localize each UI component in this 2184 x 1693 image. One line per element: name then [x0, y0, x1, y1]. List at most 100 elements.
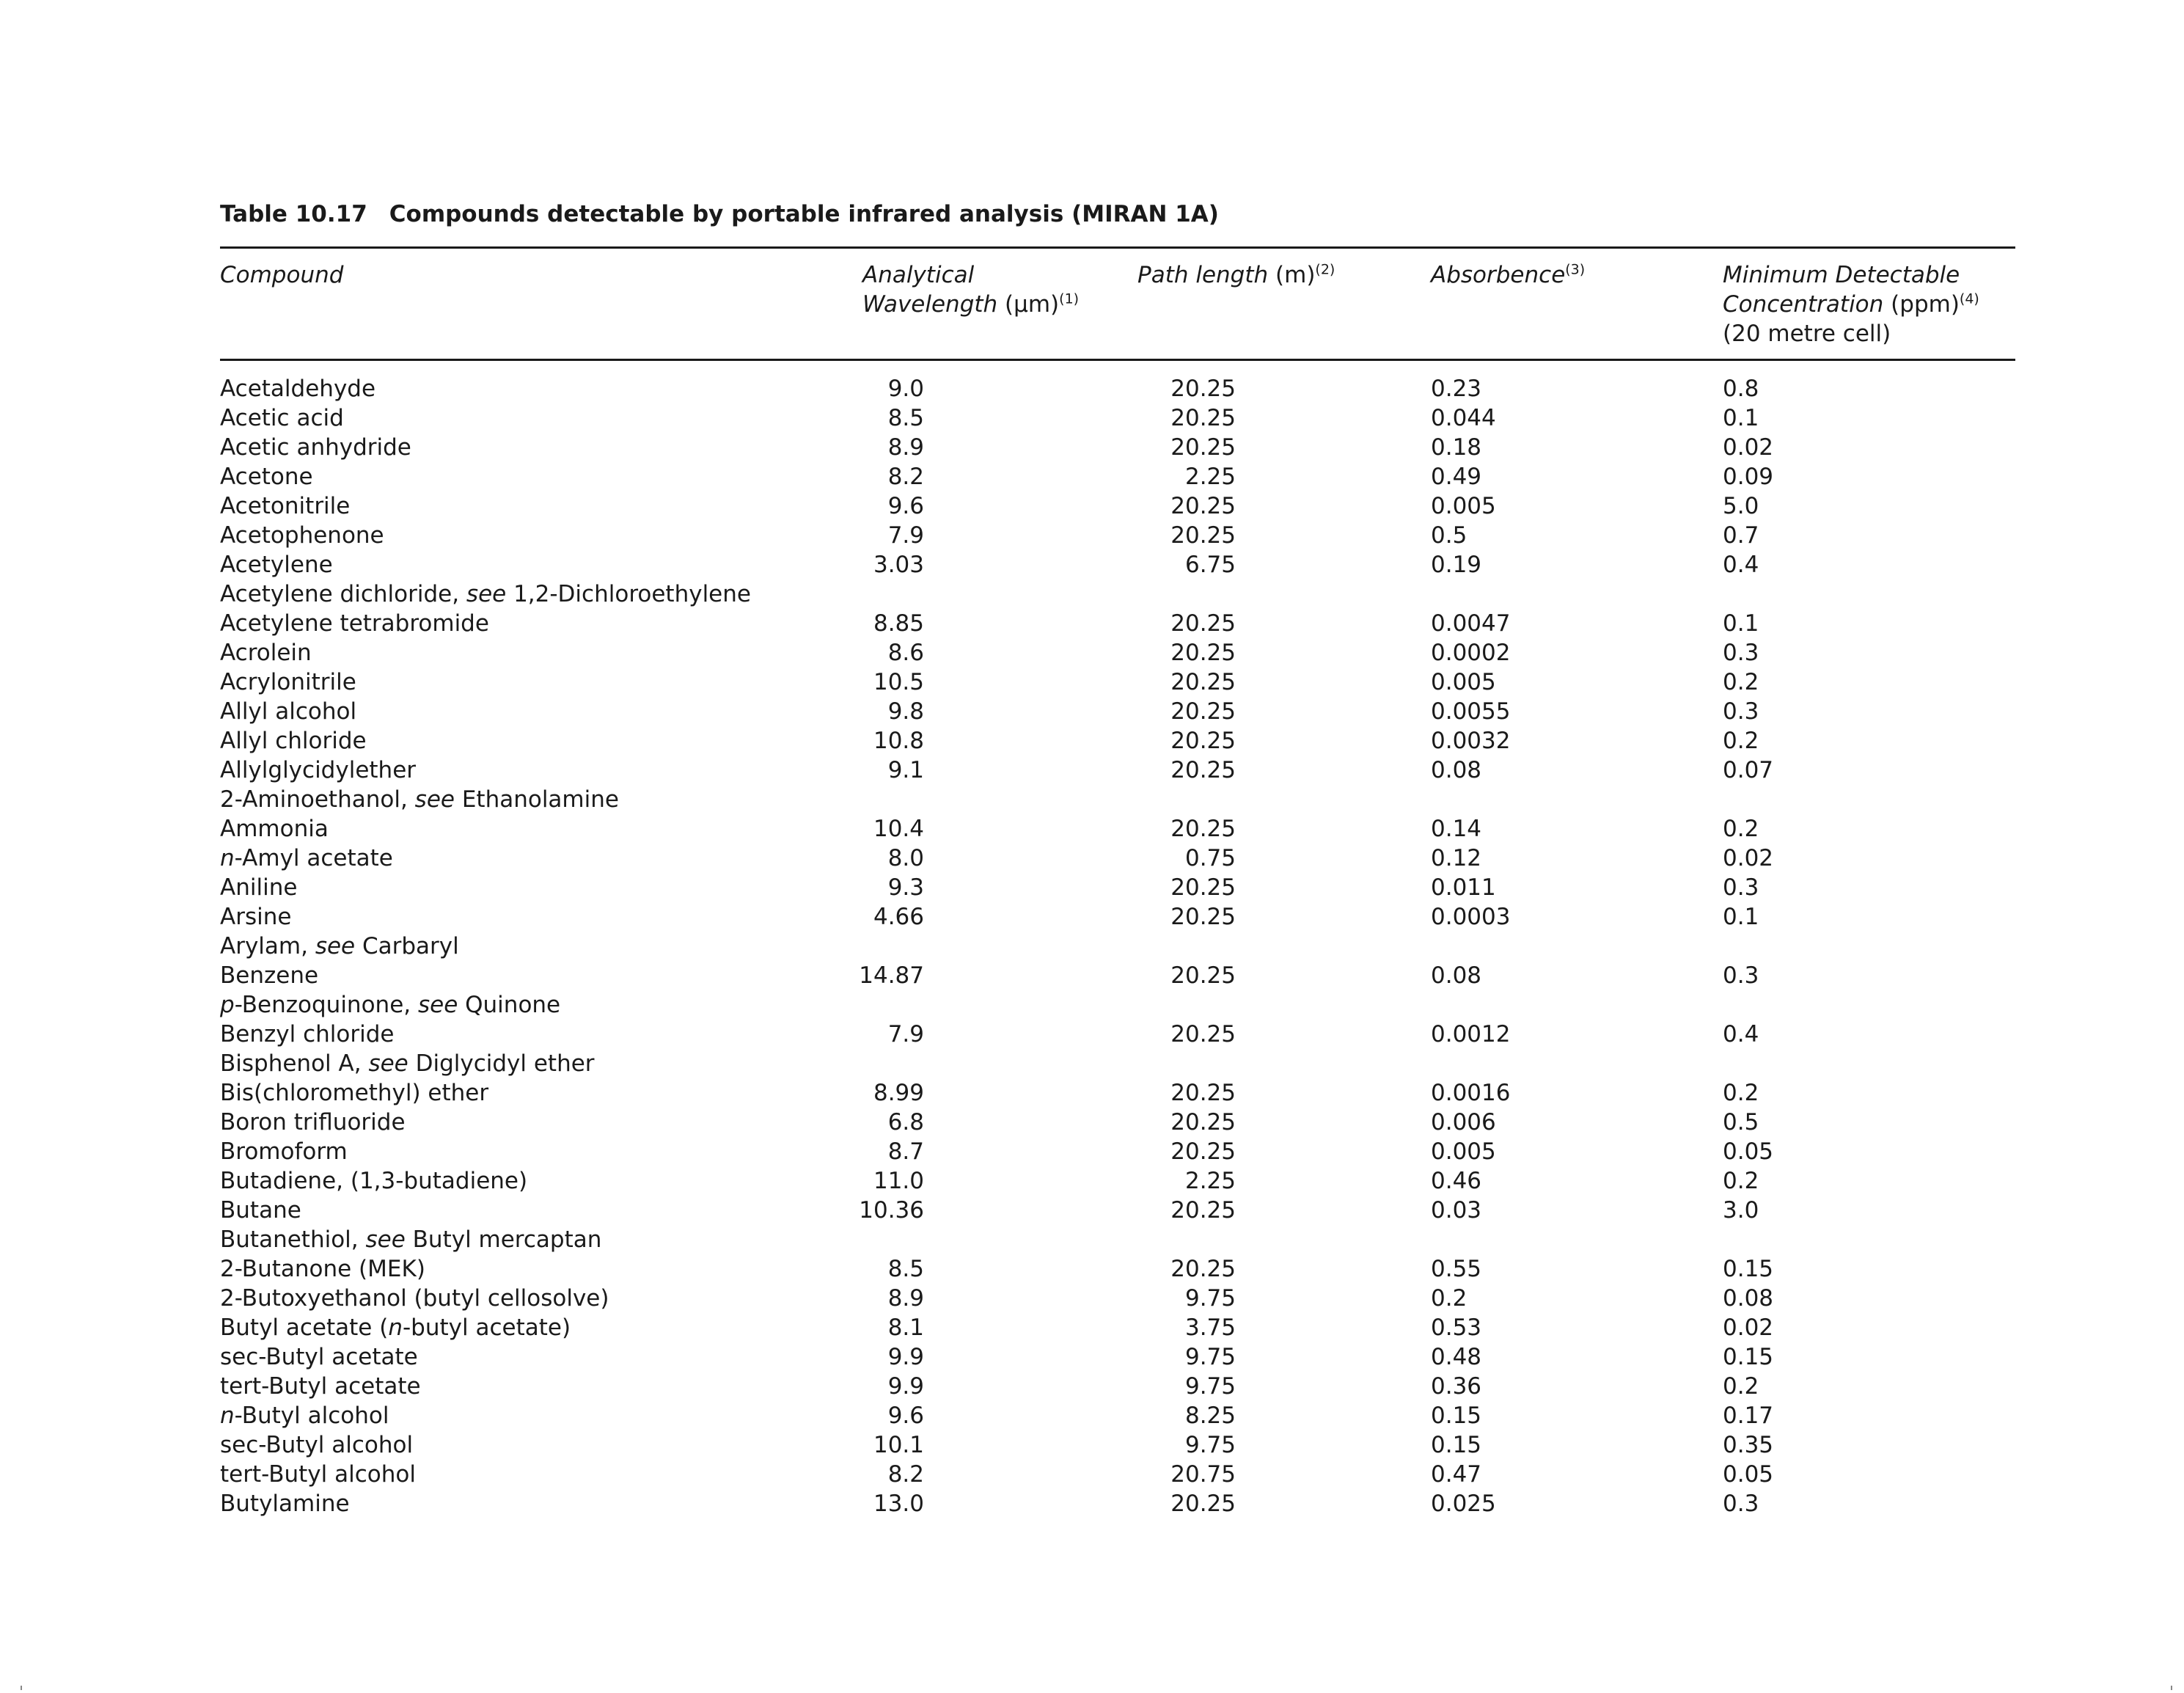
compound-cell: 2-Aminoethanol, see Ethanolamine — [220, 786, 619, 813]
wavelength-cell: 8.0 — [887, 845, 924, 871]
min-concentration-cell: 0.17 — [1723, 1403, 1774, 1429]
min-concentration-cell: 0.3 — [1723, 698, 1759, 725]
compound-cell: Allyl alcohol — [220, 698, 357, 725]
path-length-cell: 20.25 — [1170, 1256, 1236, 1282]
min-concentration-cell: 0.05 — [1723, 1138, 1774, 1165]
absorbence-cell: 0.53 — [1431, 1314, 1482, 1341]
absorbence-cell: 0.03 — [1431, 1197, 1482, 1224]
compound-cell: tert-Butyl acetate — [220, 1373, 421, 1400]
path-length-cell: 2.25 — [1184, 1168, 1236, 1194]
path-length-cell: 20.25 — [1170, 376, 1236, 402]
absorbence-cell: 0.0012 — [1431, 1021, 1511, 1047]
absorbence-cell: 0.044 — [1431, 405, 1496, 431]
compound-cell: 2-Butanone (MEK) — [220, 1256, 425, 1282]
absorbence-cell: 0.5 — [1431, 522, 1467, 549]
min-concentration-cell: 0.09 — [1723, 464, 1774, 490]
min-concentration-cell: 0.05 — [1723, 1461, 1774, 1488]
wavelength-cell: 10.4 — [873, 816, 924, 842]
min-concentration-cell: 0.3 — [1723, 874, 1759, 901]
wavelength-cell: 10.8 — [873, 728, 924, 754]
compound-cell: Butanethiol, see Butyl mercaptan — [220, 1226, 602, 1253]
path-length-cell: 20.25 — [1170, 698, 1236, 725]
header-min-detectable-concentration: Minimum Detectable Concentration (ppm)(4… — [1723, 262, 1979, 347]
path-length-cell: 20.25 — [1170, 1138, 1236, 1165]
min-concentration-cell: 0.2 — [1723, 1080, 1759, 1106]
path-length-cell: 20.25 — [1170, 1197, 1236, 1224]
path-length-cell: 20.25 — [1170, 728, 1236, 754]
path-length-cell: 20.25 — [1170, 405, 1236, 431]
min-concentration-cell: 0.8 — [1723, 376, 1759, 402]
absorbence-cell: 0.08 — [1431, 757, 1482, 783]
compound-cell: Bisphenol A, see Diglycidyl ether — [220, 1050, 595, 1077]
path-length-cell: 3.75 — [1184, 1314, 1236, 1341]
absorbence-cell: 0.005 — [1431, 669, 1496, 695]
path-length-cell: 20.25 — [1170, 757, 1236, 783]
path-length-cell: 20.25 — [1170, 1491, 1236, 1517]
absorbence-cell: 0.0002 — [1431, 640, 1511, 666]
path-length-cell: 20.25 — [1170, 816, 1236, 842]
path-length-cell: 20.25 — [1170, 874, 1236, 901]
absorbence-cell: 0.0016 — [1431, 1080, 1511, 1106]
min-concentration-cell: 0.1 — [1723, 610, 1759, 637]
compound-cell: Acrolein — [220, 640, 312, 666]
wavelength-cell: 9.3 — [887, 874, 924, 901]
wavelength-cell: 13.0 — [873, 1491, 924, 1517]
compound-cell: Acetonitrile — [220, 493, 351, 519]
compound-cell: Acetaldehyde — [220, 376, 376, 402]
compound-cell: Benzene — [220, 962, 319, 989]
wavelength-cell: 8.6 — [887, 640, 924, 666]
wavelength-cell: 8.1 — [887, 1314, 924, 1341]
absorbence-cell: 0.0032 — [1431, 728, 1511, 754]
absorbence-cell: 0.025 — [1431, 1491, 1496, 1517]
absorbence-cell: 0.0055 — [1431, 698, 1511, 725]
compound-cell: Arsine — [220, 904, 292, 930]
wavelength-cell: 9.0 — [887, 376, 924, 402]
min-concentration-cell: 0.4 — [1723, 1021, 1759, 1047]
header-compound: Compound — [220, 262, 344, 288]
min-concentration-cell: 0.1 — [1723, 904, 1759, 930]
absorbence-cell: 0.36 — [1431, 1373, 1482, 1400]
path-length-cell: 9.75 — [1184, 1344, 1236, 1370]
path-length-cell: 20.75 — [1170, 1461, 1236, 1488]
wavelength-cell: 8.5 — [887, 405, 924, 431]
wavelength-cell: 6.8 — [887, 1109, 924, 1136]
min-concentration-cell: 0.08 — [1723, 1285, 1774, 1312]
path-length-cell: 9.75 — [1184, 1285, 1236, 1312]
table-row: Arylam, see Carbaryl — [220, 932, 2015, 961]
min-concentration-cell: 0.07 — [1723, 757, 1774, 783]
path-length-cell: 20.25 — [1170, 904, 1236, 930]
path-length-cell: 20.25 — [1170, 493, 1236, 519]
table-title: Compounds detectable by portable infrare… — [389, 201, 1219, 227]
path-length-cell: 20.25 — [1170, 434, 1236, 461]
crop-mark — [2171, 1686, 2172, 1690]
wavelength-cell: 7.9 — [887, 522, 924, 549]
absorbence-cell: 0.23 — [1431, 376, 1482, 402]
path-length-cell: 9.75 — [1184, 1373, 1236, 1400]
path-length-cell: 20.25 — [1170, 1021, 1236, 1047]
compound-cell: Acetylene tetrabromide — [220, 610, 489, 637]
min-concentration-cell: 0.02 — [1723, 434, 1774, 461]
absorbence-cell: 0.19 — [1431, 552, 1482, 578]
compound-cell: Bis(chloromethyl) ether — [220, 1080, 489, 1106]
compound-cell: Acetylene dichloride, see 1,2-Dichloroet… — [220, 581, 751, 607]
compound-cell: Allylglycidylether — [220, 757, 417, 783]
path-length-cell: 20.25 — [1170, 669, 1236, 695]
compound-cell: Aniline — [220, 874, 298, 901]
compound-cell: tert-Butyl alcohol — [220, 1461, 416, 1488]
absorbence-cell: 0.006 — [1431, 1109, 1496, 1136]
